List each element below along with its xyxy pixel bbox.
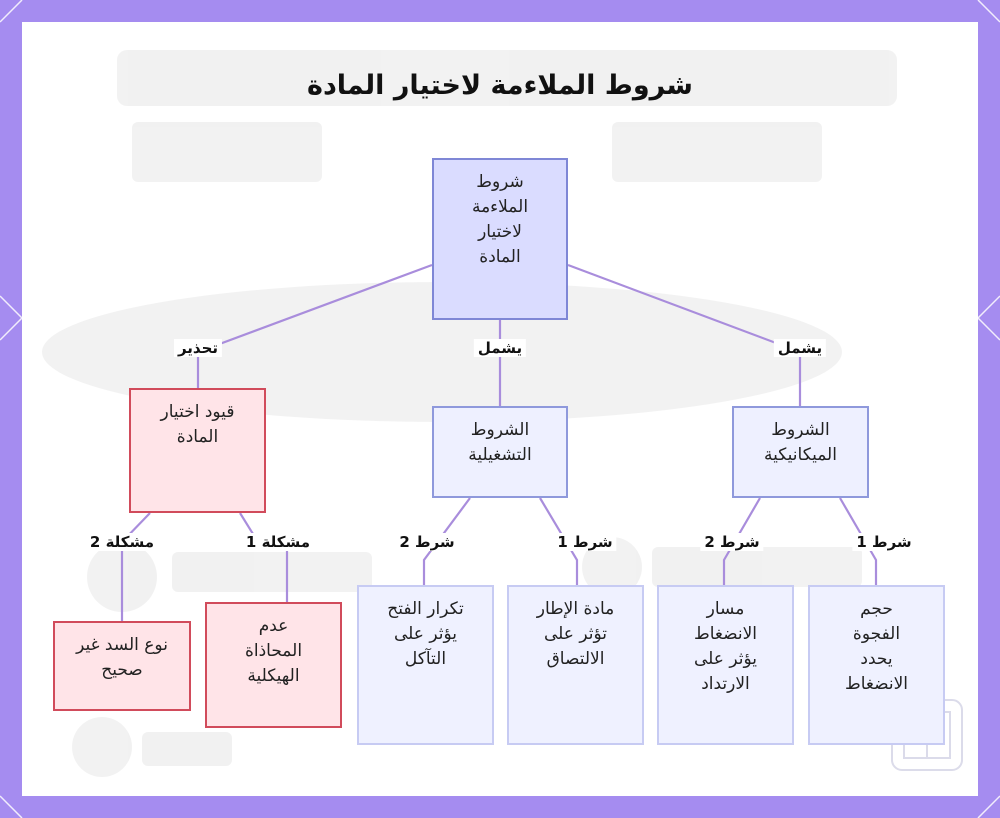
diagram-canvas: شروط الملاءمة لاختيار المادة شروط الملاء… [22, 22, 978, 796]
edge-label-warning: تحذير [173, 339, 223, 357]
node-opening-frequency: تكرار الفتح يؤثر على التآكل [357, 585, 494, 745]
edge-label-problem-1: مشكلة 1 [241, 533, 315, 551]
edge-label-includes-mechanical: يشمل [773, 339, 827, 357]
edge-con-seal [120, 512, 151, 621]
edge-op-frequency [422, 497, 471, 585]
node-mechanical: الشروط الميكانيكية [732, 406, 869, 498]
node-compression-path: مسار الانضغاط يؤثر على الارتداد [657, 585, 794, 745]
diagram-title: شروط الملاءمة لاختيار المادة [307, 70, 693, 101]
node-constraints: قيود اختيار المادة [129, 388, 266, 513]
edge-mech-gap [839, 497, 878, 585]
edge-label-op-cond-2: شرط 2 [395, 533, 459, 551]
node-wrong-seal: نوع السد غير صحيح [53, 621, 191, 711]
edge-con-misalign [239, 512, 289, 602]
node-root: شروط الملاءمة لاختيار المادة [432, 158, 568, 320]
node-operational: الشروط التشغيلية [432, 406, 568, 498]
edge-label-op-cond-1: شرط 1 [553, 533, 617, 551]
edge-label-mech-cond-2: شرط 2 [700, 533, 764, 551]
edge-op-frame [539, 497, 579, 585]
edge-root-mechanical [567, 263, 801, 354]
edge-label-includes-operational: يشمل [473, 339, 527, 357]
edge-root-constraints [197, 263, 433, 354]
node-misalignment: عدم المحاذاة الهيكلية [205, 602, 342, 728]
node-gap: حجم الفجوة يحدد الانضغاط [808, 585, 945, 745]
edge-mech-path [722, 497, 761, 585]
node-frame-material: مادة الإطار تؤثر على الالتصاق [507, 585, 644, 745]
edge-label-problem-2: مشكلة 2 [85, 533, 159, 551]
edge-label-mech-cond-1: شرط 1 [852, 533, 916, 551]
